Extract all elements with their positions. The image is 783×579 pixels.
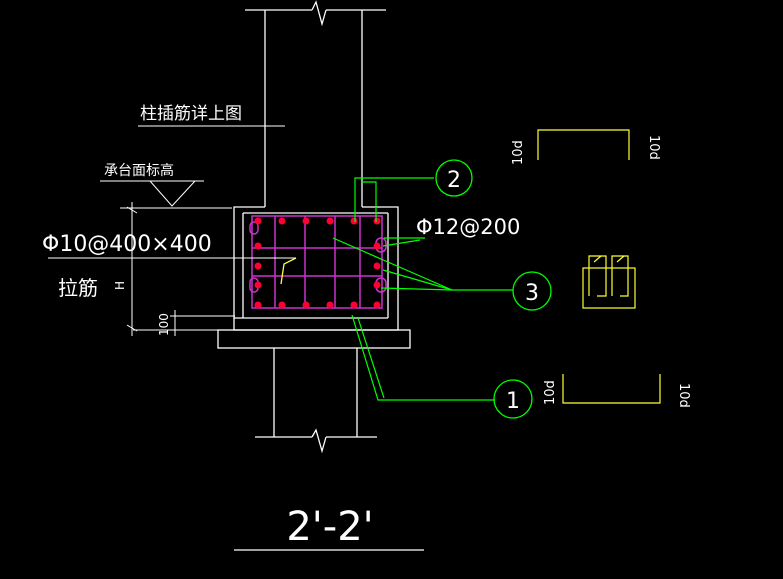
stirrup-spec: Φ12@200 [416,215,520,239]
section-title: 2'-2' [286,504,373,550]
upper-column [217,0,411,454]
tie-bar-spec: Φ10@400×400 [42,232,212,257]
pile-cap-elevation-label: 承台面标高 [104,162,174,179]
tie-bar-label: 拉筋 [58,276,98,300]
bar-shape-2 [537,129,630,160]
callout-1: 1 [493,379,533,419]
bar-shape-1-left-dim: 10d [543,380,558,405]
left-annotations [100,125,285,336]
callout-1-number: 1 [506,389,520,414]
column-dowel-note: 柱插筋详上图 [140,104,242,124]
bar-shape-2-left-dim: 10d [511,140,526,165]
callout-2-number: 2 [447,168,461,193]
bar-shape-3 [582,255,636,309]
height-dim-label: H [113,281,127,290]
callout-3: 3 [512,271,552,311]
cover-dim-label: 100 [157,313,171,336]
bar-shape-2-right-dim: 10d [646,135,661,160]
bar-shape-1-right-dim: 10d [676,383,691,408]
rebar-grid [249,215,387,309]
leader-lines [332,177,513,401]
tie-hook [280,257,297,285]
rebar-dots [254,217,381,309]
callout-3-number: 3 [525,281,539,306]
bar-shape-1 [562,374,661,404]
callout-2: 2 [435,159,473,197]
